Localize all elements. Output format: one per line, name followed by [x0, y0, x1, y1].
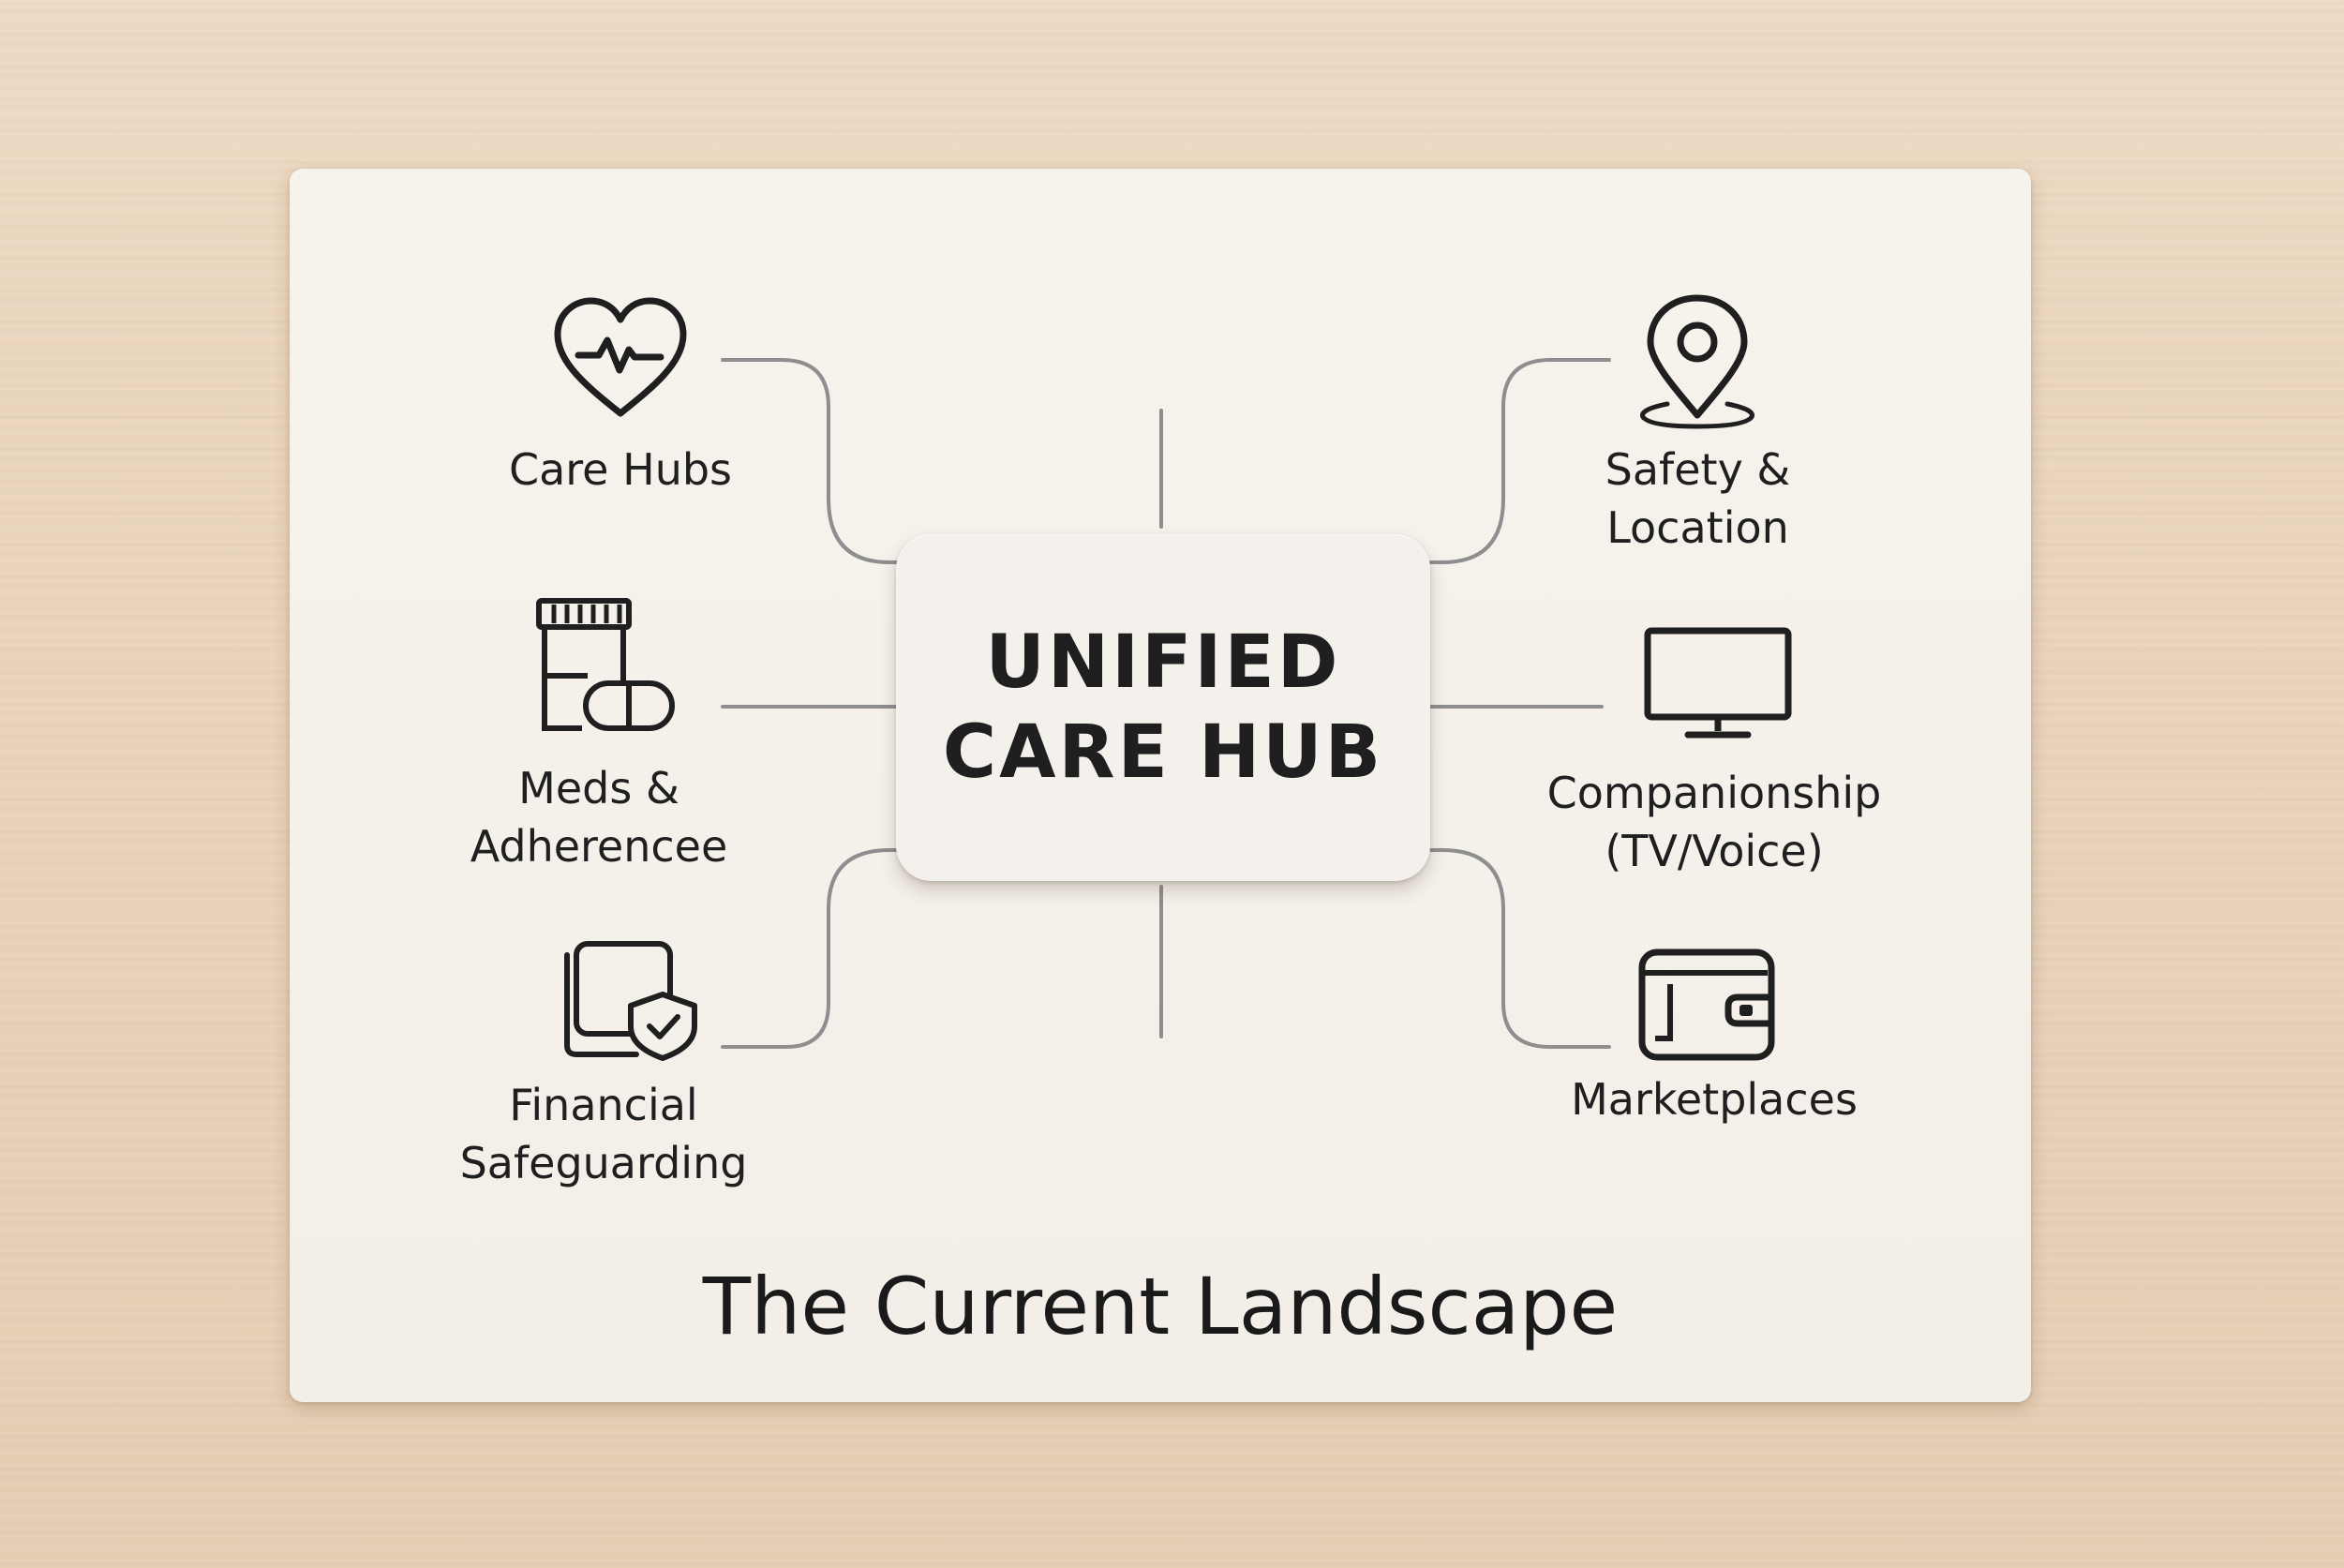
- diagram-board: UNIFIED CARE HUB Care Hubs Meds & A: [290, 169, 2031, 1402]
- meds-label-line-2: Adherencee: [470, 821, 728, 872]
- meds-label-line-1: Meds &: [518, 763, 679, 814]
- financial-label: Financial Safeguarding: [440, 1076, 768, 1192]
- connector-care-hubs: [721, 358, 901, 564]
- financial-label-line-1: Financial: [509, 1080, 698, 1130]
- companionship-label: Companionship (TV/Voice): [1517, 764, 1911, 880]
- shield-folder-icon: [563, 940, 704, 1062]
- meds-label: Meds & Adherencee: [440, 759, 758, 875]
- hub-title: UNIFIED CARE HUB: [943, 618, 1383, 798]
- page-title: The Current Landscape: [702, 1261, 1619, 1352]
- connector-lines: [721, 358, 1611, 1049]
- heart-pulse-icon: [550, 295, 691, 422]
- connector-financial: [721, 848, 901, 1049]
- connector-safety: [1429, 358, 1611, 564]
- hub-title-line-1: UNIFIED: [985, 620, 1341, 705]
- companionship-label-line-2: (TV/Voice): [1605, 826, 1824, 876]
- safety-label: Safety & Location: [1545, 441, 1850, 557]
- safety-label-line-2: Location: [1606, 502, 1789, 553]
- unified-care-hub-node: UNIFIED CARE HUB: [896, 534, 1430, 881]
- monitor-icon: [1643, 626, 1793, 743]
- safety-label-line-1: Safety &: [1605, 444, 1791, 495]
- hub-title-line-2: CARE HUB: [942, 710, 1384, 795]
- care-hubs-label: Care Hubs: [508, 444, 733, 495]
- wallet-icon: [1636, 947, 1777, 1064]
- financial-label-line-2: Safeguarding: [459, 1138, 748, 1188]
- pill-bottle-icon: [533, 595, 679, 736]
- companionship-label-line-1: Companionship: [1546, 768, 1882, 818]
- connector-marketplaces: [1429, 848, 1611, 1049]
- marketplaces-label: Marketplaces: [1571, 1074, 1858, 1125]
- location-pin-icon: [1632, 293, 1763, 429]
